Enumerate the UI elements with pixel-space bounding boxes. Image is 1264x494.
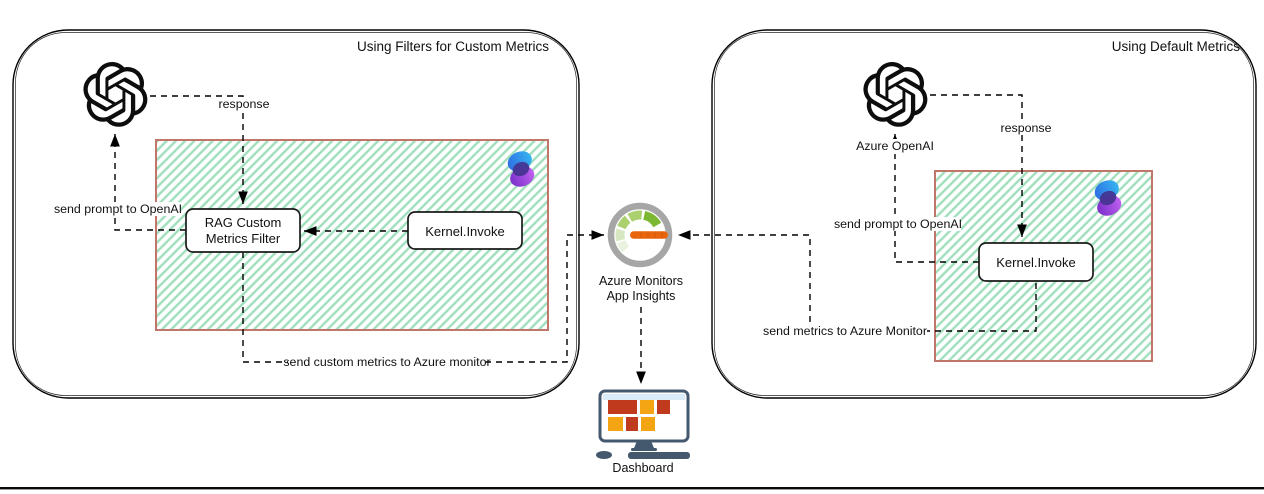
kernel-invoke-node-right: Kernel.Invoke	[978, 242, 1094, 282]
gauge-needle	[630, 231, 668, 239]
kernel-invoke-label-left: Kernel.Invoke	[425, 224, 505, 239]
gauge-arc-dark	[642, 211, 662, 228]
openai-icon	[83, 62, 148, 127]
monitor-label-line2: App Insights	[607, 289, 676, 303]
send-custom-metrics-label: send custom metrics to Azure monitor	[283, 355, 490, 369]
dashboard-tile	[626, 417, 638, 431]
kernel-invoke-box-left	[407, 211, 523, 250]
semantic-kernel-icon	[1094, 180, 1122, 216]
azure-openai-label: Azure OpenAI	[856, 139, 934, 153]
dashboard-mouse	[596, 451, 612, 459]
gauge-arc-mid-1	[617, 215, 631, 230]
kernel-invoke-box-right	[978, 242, 1094, 282]
dashboard-stand-base	[631, 448, 657, 451]
rag-filter-label-line1: RAG Custom	[205, 215, 282, 230]
rag-filter-label-line2: Metrics Filter	[206, 231, 281, 246]
right-panel-title: Using Default Metrics	[1112, 39, 1241, 54]
left-panel-title: Using Filters for Custom Metrics	[357, 39, 549, 54]
send-prompt-label-left: send prompt to OpenAI	[54, 202, 182, 216]
send-metrics-label-right: send metrics to Azure Monitor	[763, 324, 927, 338]
edge-send-custom-metrics	[242, 230, 604, 363]
panel-default-metrics: Using Default Metrics Azure OpenAI respo…	[678, 29, 1257, 399]
edge-send-metrics-right-a	[926, 283, 1037, 332]
bottom-divider-line	[0, 487, 1264, 490]
dashboard-tile	[608, 400, 637, 414]
gauge-arc-pale-2	[615, 228, 626, 242]
label-bg	[854, 139, 936, 154]
kernel-invoke-label-right: Kernel.Invoke	[996, 255, 1076, 270]
gauge-needle-ticks	[640, 232, 663, 238]
edge-send-metrics-right-b	[678, 230, 811, 322]
dashboard-tile	[657, 400, 670, 414]
rag-filter-box	[185, 208, 301, 253]
semantic-kernel-icon	[507, 151, 535, 187]
label-bg	[999, 121, 1053, 135]
panel-custom-metrics-border	[12, 29, 580, 399]
send-prompt-label-right: send prompt to OpenAI	[834, 217, 962, 231]
edge-response-left	[150, 95, 248, 204]
panel-default-metrics-border	[711, 29, 1257, 399]
panel-default-metrics-border-sketch	[714, 32, 1254, 396]
kernel-invoke-node-left: Kernel.Invoke	[407, 211, 523, 250]
label-bg	[288, 355, 486, 370]
label-bg	[217, 97, 271, 111]
dashboard-tile	[641, 417, 655, 431]
response-label-right: response	[1001, 121, 1052, 135]
gauge-arc-pale-1	[616, 240, 630, 253]
azure-monitor-gauge-icon	[607, 202, 673, 268]
edge-send-prompt-right	[890, 134, 979, 263]
monitor-label-line1: Azure Monitors	[599, 274, 683, 288]
panel-custom-metrics: Using Filters for Custom Metrics respons…	[12, 29, 604, 399]
dashboard-screen-band	[603, 394, 685, 400]
edge-send-prompt-left	[110, 134, 186, 231]
dashboard-stand	[634, 441, 654, 448]
dashboard-keyboard	[628, 452, 690, 459]
edge-response-right	[930, 94, 1027, 237]
label-bg	[763, 324, 927, 339]
response-label-left: response	[219, 97, 270, 111]
openai-icon	[863, 62, 928, 127]
panel-custom-metrics-border-sketch	[15, 32, 577, 396]
dashboard-icon	[596, 389, 690, 459]
label-bg	[835, 217, 961, 231]
rag-custom-metrics-filter-node: RAG Custom Metrics Filter	[185, 208, 301, 253]
gauge-arc-mid-2	[627, 210, 643, 222]
label-bg	[56, 202, 181, 216]
dashboard-label: Dashboard	[612, 461, 673, 475]
dashboard-tile	[640, 400, 654, 414]
dashboard-tile	[608, 417, 623, 431]
